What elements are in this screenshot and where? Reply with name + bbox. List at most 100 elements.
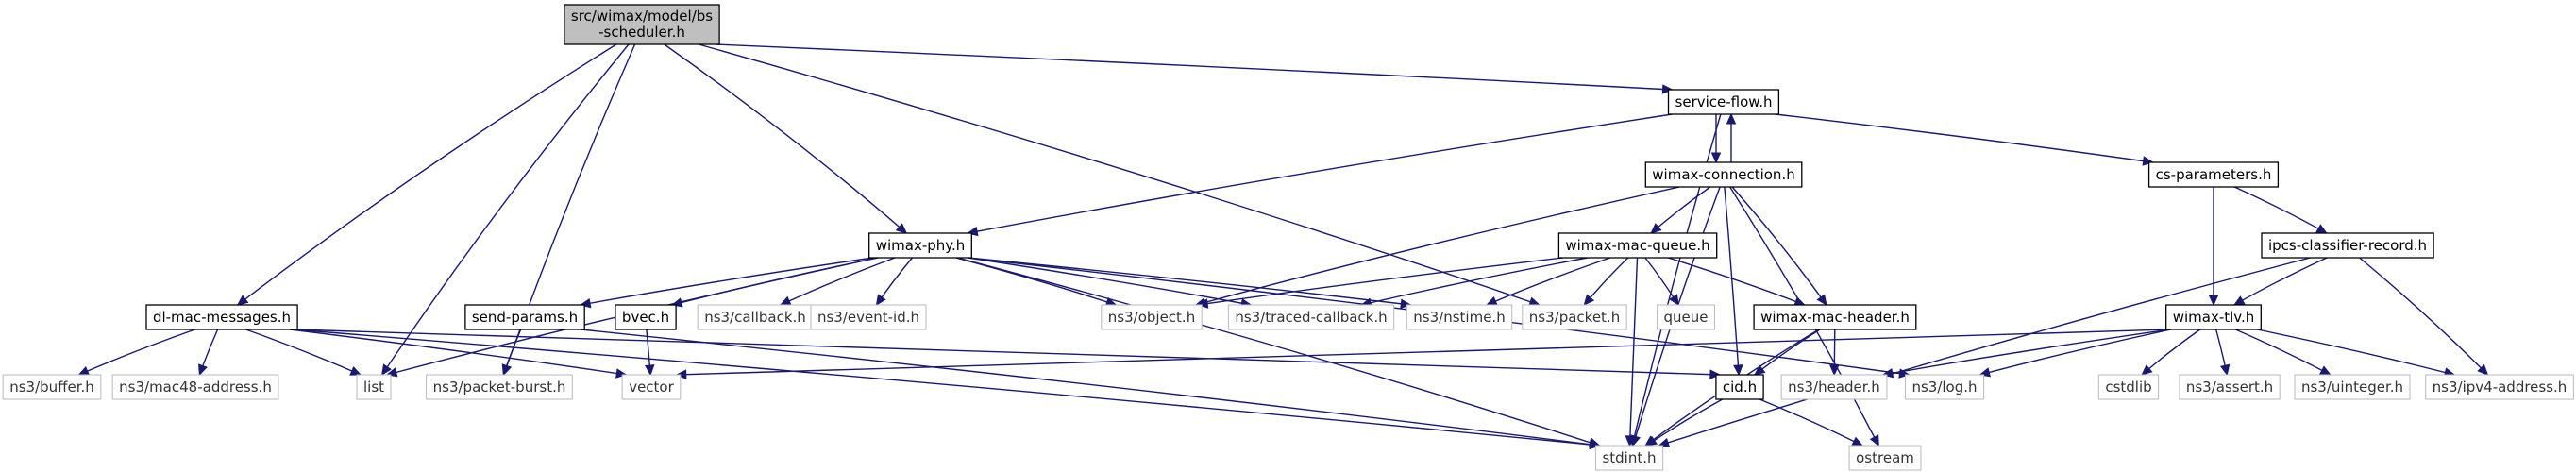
edge-wimax-phy-to-event-id (875, 257, 914, 307)
node-box (1753, 304, 1917, 330)
edge-line (1361, 257, 1588, 306)
edge-dl-mac-to-mac48 (198, 329, 219, 377)
node-label: cid.h (1723, 379, 1757, 396)
node-wimax-tlv[interactable]: wimax-tlv.h (2165, 304, 2262, 330)
node-dl-mac[interactable]: dl-mac-messages.h (145, 304, 298, 330)
node-label: wimax-tlv.h (2173, 309, 2255, 326)
edge-root-to-wimax-phy (664, 43, 908, 234)
edge-arrowhead (77, 365, 91, 376)
edge-arrowhead (1645, 435, 1658, 447)
node-bvec[interactable]: bvec.h (615, 304, 677, 330)
node-box (1522, 304, 1627, 330)
edge-line (1645, 398, 1724, 447)
edge-root-to-service-flow (716, 43, 1674, 94)
node-object: ns3/object.h (1101, 304, 1203, 330)
edge-arrowhead (675, 369, 687, 379)
edge-wimax-phy-to-stdint (956, 257, 1601, 447)
node-layer: src/wimax/model/bs-scheduler.h service-fl… (2, 4, 2574, 471)
node-label: ns3/uinteger.h (2301, 379, 2403, 396)
node-label: ns3/object.h (1108, 309, 1195, 326)
edge-line (968, 257, 1252, 306)
node-box (2165, 304, 2262, 330)
node-ipcs[interactable]: ipcs-classifier-record.h (2261, 232, 2434, 259)
node-assert: ns3/assert.h (2179, 374, 2281, 400)
edge-line (580, 257, 873, 306)
edge-arrowhead (2142, 156, 2154, 166)
edge-root-to-packet (699, 43, 1541, 307)
node-box (615, 304, 677, 330)
edge-arrowhead (2208, 295, 2219, 307)
node-packet: ns3/packet.h (1522, 304, 1627, 330)
edge-line (1759, 398, 1863, 447)
node-label: dl-mac-messages.h (153, 309, 291, 326)
edge-wimax-phy-to-nstime (968, 257, 1412, 310)
node-log: ns3/log.h (1904, 374, 1985, 400)
edge-line (968, 257, 1411, 306)
node-label: ostream (1856, 449, 1914, 466)
edge-arrowhead (236, 295, 249, 306)
edge-arrowhead (1829, 364, 1840, 377)
node-cid[interactable]: cid.h (1715, 374, 1764, 400)
edge-arrowhead (1816, 294, 1827, 306)
node-box (1656, 304, 1716, 330)
edge-line (2233, 186, 2328, 234)
node-cs-parameters[interactable]: cs-parameters.h (2147, 161, 2280, 188)
edge-line (1650, 186, 1711, 234)
edge-line (581, 329, 1600, 447)
node-box (2294, 374, 2411, 400)
edge-arrowhead (1625, 435, 1636, 447)
node-box (111, 374, 279, 400)
edge-arrowhead (501, 363, 512, 377)
edge-arrowhead (1400, 298, 1412, 310)
node-box (810, 304, 927, 330)
node-uinteger: ns3/uinteger.h (2294, 374, 2411, 400)
node-box (2179, 374, 2281, 400)
node-label: ns3/assert.h (2186, 379, 2273, 396)
node-label: ns3/event-id.h (817, 309, 919, 326)
node-box (621, 374, 682, 400)
edge-ipcs-to-stdint (1658, 257, 2311, 447)
edge-service-flow-to-wimax-phy (967, 113, 1673, 237)
edge-line (664, 43, 907, 234)
node-wimax-mac-queue[interactable]: wimax-mac-queue.h (1557, 232, 1718, 259)
edge-arrowhead (779, 295, 792, 306)
node-service-flow[interactable]: service-flow.h (1667, 89, 1780, 115)
edge-wimax-phy-to-send-params (579, 257, 873, 309)
edge-arrowhead (2232, 295, 2246, 306)
node-box (1848, 445, 1922, 471)
node-box (1594, 445, 1664, 471)
edge-line (1195, 186, 1680, 306)
edge-arrowhead (1898, 368, 1911, 379)
edge-cs-parameters-to-ipcs (2233, 186, 2328, 234)
node-label: wimax-connection.h (1652, 166, 1794, 183)
node-label: bvec.h (622, 309, 669, 326)
node-wimax-connection[interactable]: wimax-connection.h (1644, 161, 1803, 188)
node-packet-burst: ns3/packet-burst.h (426, 374, 573, 400)
edge-line (237, 43, 617, 306)
edge-arrowhead (1851, 436, 1864, 447)
node-root[interactable]: src/wimax/model/bs-scheduler.h (564, 4, 720, 45)
edge-cid-to-ostream (1759, 398, 1864, 447)
node-wimax-phy[interactable]: wimax-phy.h (868, 232, 972, 259)
edge-line (2359, 257, 2488, 376)
node-label: ns3/ipv4-address.h (2433, 379, 2568, 396)
node-box (697, 304, 814, 330)
edge-line (2257, 329, 2455, 376)
node-event-id: ns3/event-id.h (810, 304, 927, 330)
edge-arrowhead (1733, 364, 1743, 377)
edge-dl-mac-to-buffer (77, 329, 195, 376)
edge-arrowhead (2219, 363, 2231, 377)
edge-line (1979, 329, 2172, 376)
edge-ipcs-to-wimax-tlv (2232, 257, 2328, 306)
edge-root-to-list (381, 43, 630, 377)
edge-wimax-tlv-to-assert (2215, 329, 2231, 377)
edge-arrowhead (1589, 439, 1601, 449)
node-send-params[interactable]: send-params.h (464, 304, 585, 330)
edge-arrowhead (2315, 224, 2328, 234)
node-label: ns3/nstime.h (1413, 309, 1505, 326)
node-box (145, 304, 298, 330)
node-vector: vector (621, 374, 682, 400)
edge-arrowhead (1658, 437, 1671, 447)
node-wimax-mac-header[interactable]: wimax-mac-header.h (1753, 304, 1917, 330)
edge-line (1775, 113, 2153, 163)
